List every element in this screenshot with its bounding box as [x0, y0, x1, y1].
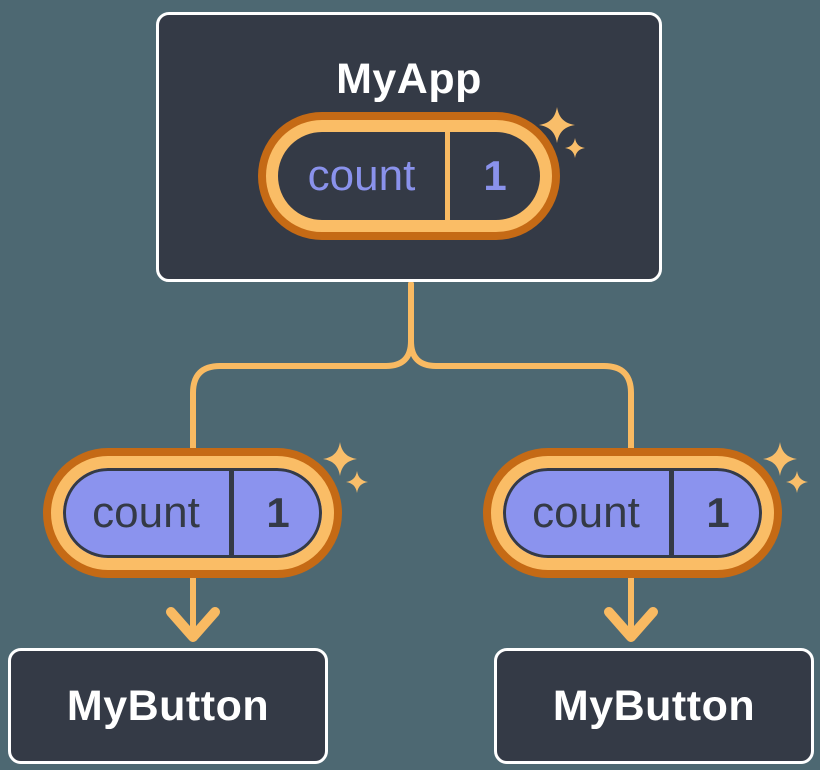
- state-value-label: 1: [483, 152, 507, 199]
- prop-name-label: count: [92, 488, 200, 537]
- node-mybutton-title: MyButton: [552, 681, 756, 730]
- state-pill-myapp: count 1: [266, 120, 552, 232]
- node-myapp-title: MyApp: [336, 55, 482, 103]
- prop-pill-mybutton-left: count 1: [51, 456, 334, 570]
- prop-value-label: 1: [706, 489, 730, 536]
- arrow-down-icon-right: [604, 607, 658, 642]
- pill-divider: [445, 132, 450, 220]
- state-name-label: count: [307, 151, 416, 200]
- prop-pill-mybutton-right: count 1: [491, 456, 774, 570]
- arrow-down-icon-left: [166, 607, 220, 642]
- node-mybutton-title: MyButton: [66, 681, 270, 730]
- node-mybutton-left: MyButton: [8, 648, 328, 764]
- pill-divider: [669, 468, 674, 558]
- prop-value-label: 1: [266, 489, 290, 536]
- prop-name-label: count: [532, 488, 640, 537]
- sparkle-icon: [323, 442, 368, 493]
- node-mybutton-right: MyButton: [494, 648, 814, 764]
- sparkle-icon: [763, 442, 808, 493]
